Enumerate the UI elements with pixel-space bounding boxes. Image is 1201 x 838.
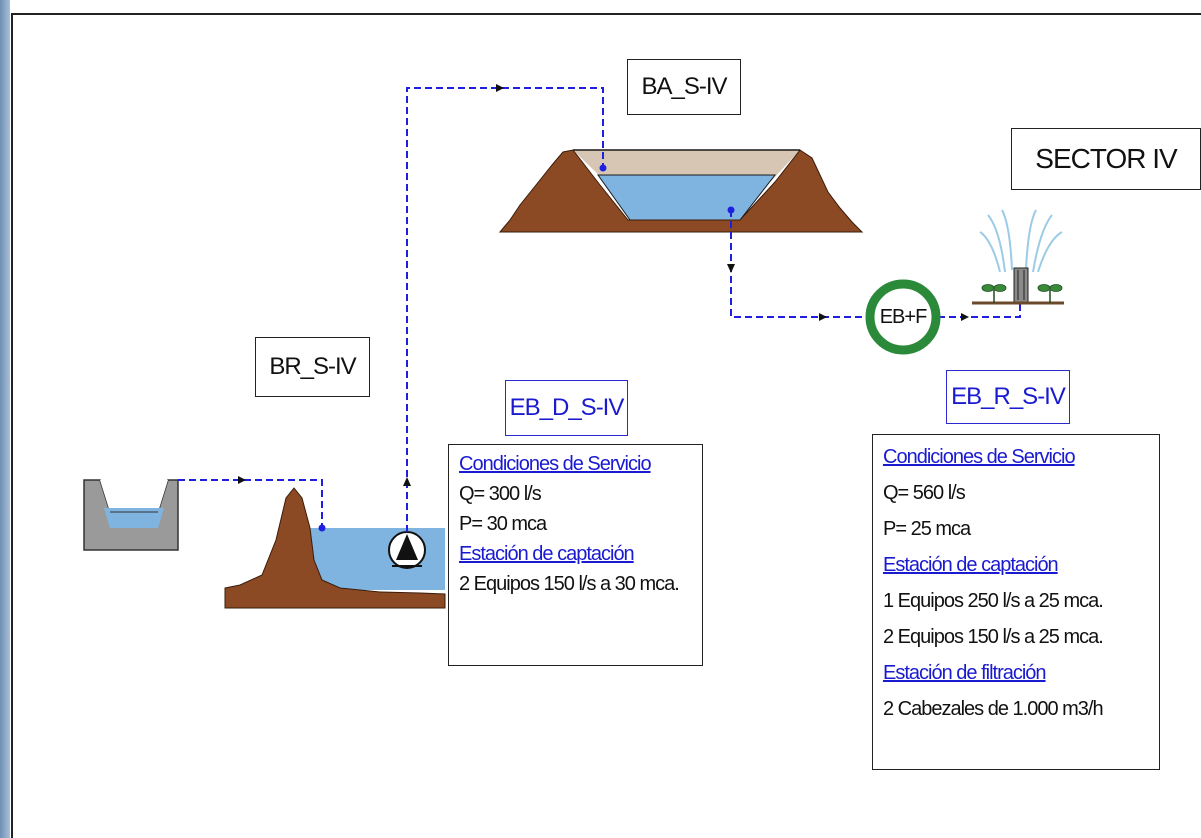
heading-estacion-filtracion: Estación de filtración (883, 662, 1047, 684)
label-br-s-iv: BR_S-IV (255, 337, 370, 397)
pond-ba (498, 149, 864, 233)
label-eb-f: EB+F (879, 305, 928, 328)
pipe-nodes (318, 164, 735, 532)
info-box-eb-r: Condiciones de Servicio Q= 560 l/s P= 25… (872, 434, 1160, 770)
pipe-ba-to-ebf (730, 210, 880, 318)
diagram-frame (11, 13, 1201, 838)
equipment-line: 2 Equipos 150 l/s a 30 mca. (459, 573, 680, 595)
pipe-ebf-to-sector (938, 303, 1021, 318)
pipe-br-to-ba (406, 87, 604, 532)
heading-condiciones-servicio: Condiciones de Servicio (883, 446, 1076, 468)
label-sector-iv: SECTOR IV (1011, 128, 1201, 190)
label-eb-r-s-iv: EB_R_S-IV (946, 370, 1070, 424)
pressure-value: P= 30 mca (459, 513, 547, 535)
equipment-line-2: 2 Equipos 150 l/s a 25 mca. (883, 626, 1104, 648)
label-ba-s-iv: BA_S-IV (627, 59, 741, 115)
left-edge-strip (0, 0, 10, 838)
intake-channel (83, 479, 179, 551)
flow-value: Q= 300 l/s (459, 483, 542, 505)
pipe-channel-to-br (178, 479, 323, 528)
heading-condiciones-servicio: Condiciones de Servicio (459, 453, 652, 475)
pump-icon (388, 531, 426, 569)
filter-heads-line: 2 Cabezales de 1.000 m3/h (883, 698, 1104, 720)
flow-arrows (238, 84, 969, 486)
sprinkler-icon (972, 209, 1064, 305)
info-box-eb-d: Condiciones de Servicio Q= 300 l/s P= 30… (448, 444, 703, 666)
eb-f-station-ring (865, 279, 941, 355)
heading-estacion-captacion: Estación de captación (883, 554, 1059, 576)
flow-value: Q= 560 l/s (883, 482, 966, 504)
heading-estacion-captacion: Estación de captación (459, 543, 635, 565)
equipment-line-1: 1 Equipos 250 l/s a 25 mca. (883, 590, 1104, 612)
plant-icon (981, 284, 1063, 303)
pressure-value: P= 25 mca (883, 518, 971, 540)
label-eb-d-s-iv: EB_D_S-IV (505, 380, 628, 436)
